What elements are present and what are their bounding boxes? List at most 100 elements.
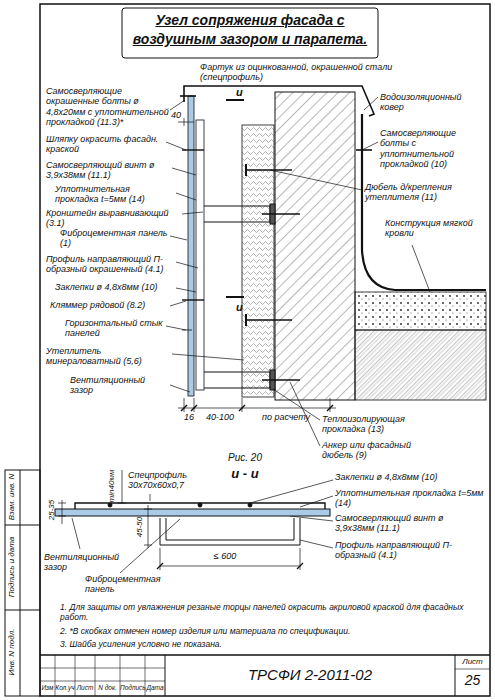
drawing-stroke <box>204 206 270 222</box>
drawing-stroke <box>245 314 247 326</box>
callout-label: 2. *В скобках отмечен номер изделия или … <box>60 627 485 637</box>
drawing-stroke <box>327 405 333 411</box>
drawing-stroke <box>455 655 456 696</box>
drawing-stroke <box>58 516 66 517</box>
callout-label: Вентиляционный зазор <box>70 375 170 396</box>
drawing-stroke <box>181 405 187 411</box>
drawing-stroke <box>246 319 292 320</box>
drawing-stroke <box>262 213 300 215</box>
drawing-stroke <box>191 405 197 411</box>
callout-label: Кляммер рядовой (8.2) <box>50 300 170 310</box>
callout-label: Конструкция мягкой кровли <box>385 218 480 239</box>
drawing-stroke <box>198 503 202 507</box>
callout-label: 16 <box>180 412 198 422</box>
drawing-stroke <box>330 398 331 412</box>
callout-label: Горизонтальный стык панелей <box>65 318 165 339</box>
drawing-stroke <box>40 681 165 682</box>
callout-label: Уплотнительная прокладка t=5мм (14) <box>335 488 485 509</box>
drawing-stroke <box>40 4 490 696</box>
callout-label: 40-100 <box>198 412 242 422</box>
drawing-stroke <box>108 503 112 507</box>
drawing-stroke <box>5 610 40 611</box>
drawing-stroke <box>55 509 330 516</box>
callout-label: 40 <box>168 110 184 120</box>
callout-label: Подпись и дата <box>6 527 18 607</box>
callout-label: Инв. N подл. <box>6 612 18 692</box>
drawing-stroke <box>194 398 195 412</box>
drawing-stroke <box>362 114 486 290</box>
drawing-stroke <box>188 96 194 396</box>
drawing-stroke <box>275 92 355 400</box>
callout-label: Профиль направляющий П-образный (4.1) <box>335 540 485 561</box>
drawing-stroke <box>297 563 303 569</box>
drawing-stroke <box>242 125 274 397</box>
drawing-stroke <box>144 509 152 510</box>
drawing-stroke <box>122 470 123 503</box>
drawing-stroke <box>184 86 374 116</box>
drawing-stroke <box>242 398 243 412</box>
drawing-stroke <box>245 164 247 176</box>
callout-label: Рис. 20 <box>210 452 280 464</box>
callout-label: Самосверляющий винт ø 3,9х38мм (11.1) <box>335 513 485 534</box>
drawing-stroke <box>58 503 66 504</box>
drawing-stroke <box>20 470 21 696</box>
callout-label: Утеплитель минераловатный (5,6) <box>46 346 171 367</box>
callout-label: 1. Для защиты от увлажнения резаные торц… <box>60 603 485 623</box>
callout-label: Фиброцементная панель <box>85 574 160 595</box>
drawing-stroke <box>204 372 270 388</box>
drawing-stroke <box>165 655 166 696</box>
callout-label: по расчету <box>256 412 316 422</box>
drawing-stroke <box>40 654 490 655</box>
drawing-stroke <box>226 296 244 298</box>
drawing-stroke <box>184 118 185 126</box>
callout-label: Спецпрофиль 30х70х60х0,7 <box>128 470 238 491</box>
drawing-stroke <box>157 563 163 569</box>
callout-label: Фиброцементная панель (1) <box>60 228 170 249</box>
drawing-stroke <box>184 398 185 412</box>
callout-label: Лист <box>75 684 95 691</box>
callout-label: 3. Шайба усиления условно не показана. <box>60 640 485 650</box>
drawing-stroke <box>239 405 245 411</box>
callout-label: Кронштейн выравнивающий (3.1) <box>46 208 181 229</box>
drawing-stroke <box>355 330 486 400</box>
callout-label: Подпись <box>120 684 145 691</box>
callout-label: Изм <box>40 684 55 691</box>
drawing-stroke <box>62 500 63 524</box>
callout-label: и <box>236 86 248 99</box>
callout-label: Профиль направляющий П-образный окрашенн… <box>46 254 176 275</box>
drawing-stroke <box>246 169 292 170</box>
callout-label: Лист <box>455 657 490 666</box>
drawing-stroke <box>40 668 165 669</box>
drawing-stroke <box>182 299 204 300</box>
callout-label: Фартук из оцинкованной, окрашенной стали… <box>200 62 400 83</box>
drawing-stroke <box>248 503 252 507</box>
callout-label: Дата <box>145 684 165 691</box>
callout-label: 25 <box>455 672 490 688</box>
drawing-stroke <box>160 518 300 545</box>
drawing-stroke <box>166 100 244 392</box>
drawing-stroke <box>455 669 490 670</box>
drawing-stroke <box>196 120 204 390</box>
drawing-stroke <box>178 408 336 409</box>
drawing-stroke <box>122 8 378 58</box>
drawing-stroke <box>144 545 152 546</box>
callout-label: Заклепки ø 4,8х8мм (10) <box>335 472 485 482</box>
callout-label: Теплоизолирующая прокладка (13) <box>322 414 442 435</box>
callout-label: 25-35 <box>46 492 58 528</box>
callout-label: Самосверляющий винт ø 3,9х38мм (11.1) <box>46 160 171 181</box>
callout-label: ≤ 600 <box>205 551 245 561</box>
drawing-title: Узел сопряжения фасада с воздушным зазор… <box>126 11 374 49</box>
drawing-stroke <box>262 379 300 381</box>
callout-label: ТРСФИ 2-2011-02 <box>165 666 455 683</box>
callout-label: N док. <box>95 684 120 691</box>
drawing-stroke <box>118 503 126 504</box>
drawing-stroke <box>355 292 486 330</box>
callout-label: Заклепки ø 4,8х8мм (10) <box>55 282 175 292</box>
drawing-stroke <box>180 95 196 97</box>
callout-label: min40мм <box>106 466 118 506</box>
callout-label: Шляпку окрасить фасадн. краской <box>46 134 166 155</box>
callout-label: и - и <box>200 467 290 482</box>
callout-label: Дюбель д/крепления утеплителя (11) <box>365 182 485 203</box>
callout-label: Анкер или фасадный дюбель (9) <box>322 440 442 461</box>
